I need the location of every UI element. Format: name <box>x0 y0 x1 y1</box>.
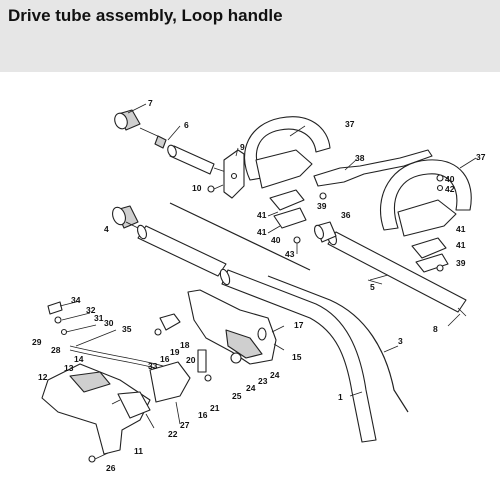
part-number-p19: 19 <box>170 347 180 357</box>
part-end-cap <box>114 109 141 131</box>
part-number-p31: 31 <box>94 313 104 323</box>
part-number-p41b: 41 <box>257 227 267 237</box>
part-number-p41a: 41 <box>257 210 267 220</box>
part-number-p36: 36 <box>341 210 351 220</box>
part-bent-tube <box>219 268 377 443</box>
part-number-p37a: 37 <box>345 119 355 129</box>
part-number-p18: 18 <box>180 340 190 350</box>
part-number-p9: 9 <box>240 142 245 152</box>
part-number-p23: 23 <box>258 376 268 386</box>
part-drive-tube <box>136 224 227 277</box>
part-number-p4: 4 <box>104 224 109 234</box>
part-number-p14: 14 <box>74 354 84 364</box>
part-number-p25: 25 <box>232 391 242 401</box>
part-number-p12: 12 <box>38 372 48 382</box>
part-number-p39b: 39 <box>456 258 466 268</box>
part-number-p34: 34 <box>71 295 81 305</box>
part-screw-10 <box>207 184 224 193</box>
part-coupling <box>112 205 139 229</box>
part-screw-40 <box>293 236 301 254</box>
part-number-p39a: 39 <box>317 201 327 211</box>
part-number-p3: 3 <box>398 336 403 346</box>
part-number-p11: 11 <box>134 446 143 456</box>
part-number-p40a: 40 <box>445 174 455 184</box>
part-bracket <box>223 149 245 199</box>
part-sleeve-36 <box>313 221 337 243</box>
part-sleeve <box>154 135 215 175</box>
part-small-hardware <box>47 301 242 382</box>
page-title: Drive tube assembly, Loop handle <box>8 6 283 25</box>
part-number-p38: 38 <box>355 153 365 163</box>
leader-lines <box>59 103 477 429</box>
part-clamp-17 <box>159 313 181 331</box>
part-screw-40b <box>436 174 444 182</box>
part-number-p13: 13 <box>64 363 74 373</box>
part-number-p1: 1 <box>338 392 343 402</box>
part-number-p10: 10 <box>192 183 202 193</box>
part-number-p40b: 40 <box>271 235 281 245</box>
part-number-p15: 15 <box>292 352 302 362</box>
part-nut-39 <box>319 192 327 200</box>
part-number-p6: 6 <box>184 120 189 130</box>
part-loop-handle-left <box>244 116 331 189</box>
part-clamp-right <box>411 237 449 273</box>
part-number-p5: 5 <box>370 282 375 292</box>
part-strap <box>313 149 433 187</box>
part-number-p16b: 16 <box>198 410 208 420</box>
part-number-p41c: 41 <box>456 224 466 234</box>
part-washer-42 <box>436 184 444 192</box>
part-number-p35: 35 <box>122 324 132 334</box>
part-number-p33: 33 <box>148 361 158 371</box>
part-number-p22: 22 <box>168 429 178 439</box>
part-handle-housing-upper <box>187 289 277 365</box>
part-flex-shaft <box>267 275 409 413</box>
part-clamp-upper <box>269 189 307 229</box>
part-tube-5 <box>326 230 467 313</box>
part-number-p42: 42 <box>445 184 455 194</box>
part-number-p8: 8 <box>433 324 438 334</box>
part-number-p43: 43 <box>285 249 295 259</box>
part-number-p30: 30 <box>104 318 114 328</box>
part-number-p7: 7 <box>148 98 153 108</box>
part-number-p41d: 41 <box>456 240 466 250</box>
part-nut-39b <box>436 264 444 272</box>
part-number-p26: 26 <box>106 463 116 473</box>
part-number-p28: 28 <box>51 345 61 355</box>
part-number-p21: 21 <box>210 403 220 413</box>
part-loop-handle-right <box>379 159 472 237</box>
part-number-p16a: 16 <box>160 354 170 364</box>
part-number-p24b: 24 <box>246 383 256 393</box>
part-number-p20: 20 <box>186 355 196 365</box>
part-number-p32: 32 <box>86 305 96 315</box>
part-number-p37b: 37 <box>476 152 486 162</box>
part-handle-housing-lower <box>41 363 151 455</box>
part-number-p24a: 24 <box>270 370 280 380</box>
part-number-p27: 27 <box>180 420 190 430</box>
part-screw-26 <box>88 452 109 463</box>
part-trigger <box>149 361 191 403</box>
header-bar: Drive tube assembly, Loop handle <box>0 0 500 72</box>
part-number-p17: 17 <box>294 320 304 330</box>
part-number-p29: 29 <box>32 337 42 347</box>
